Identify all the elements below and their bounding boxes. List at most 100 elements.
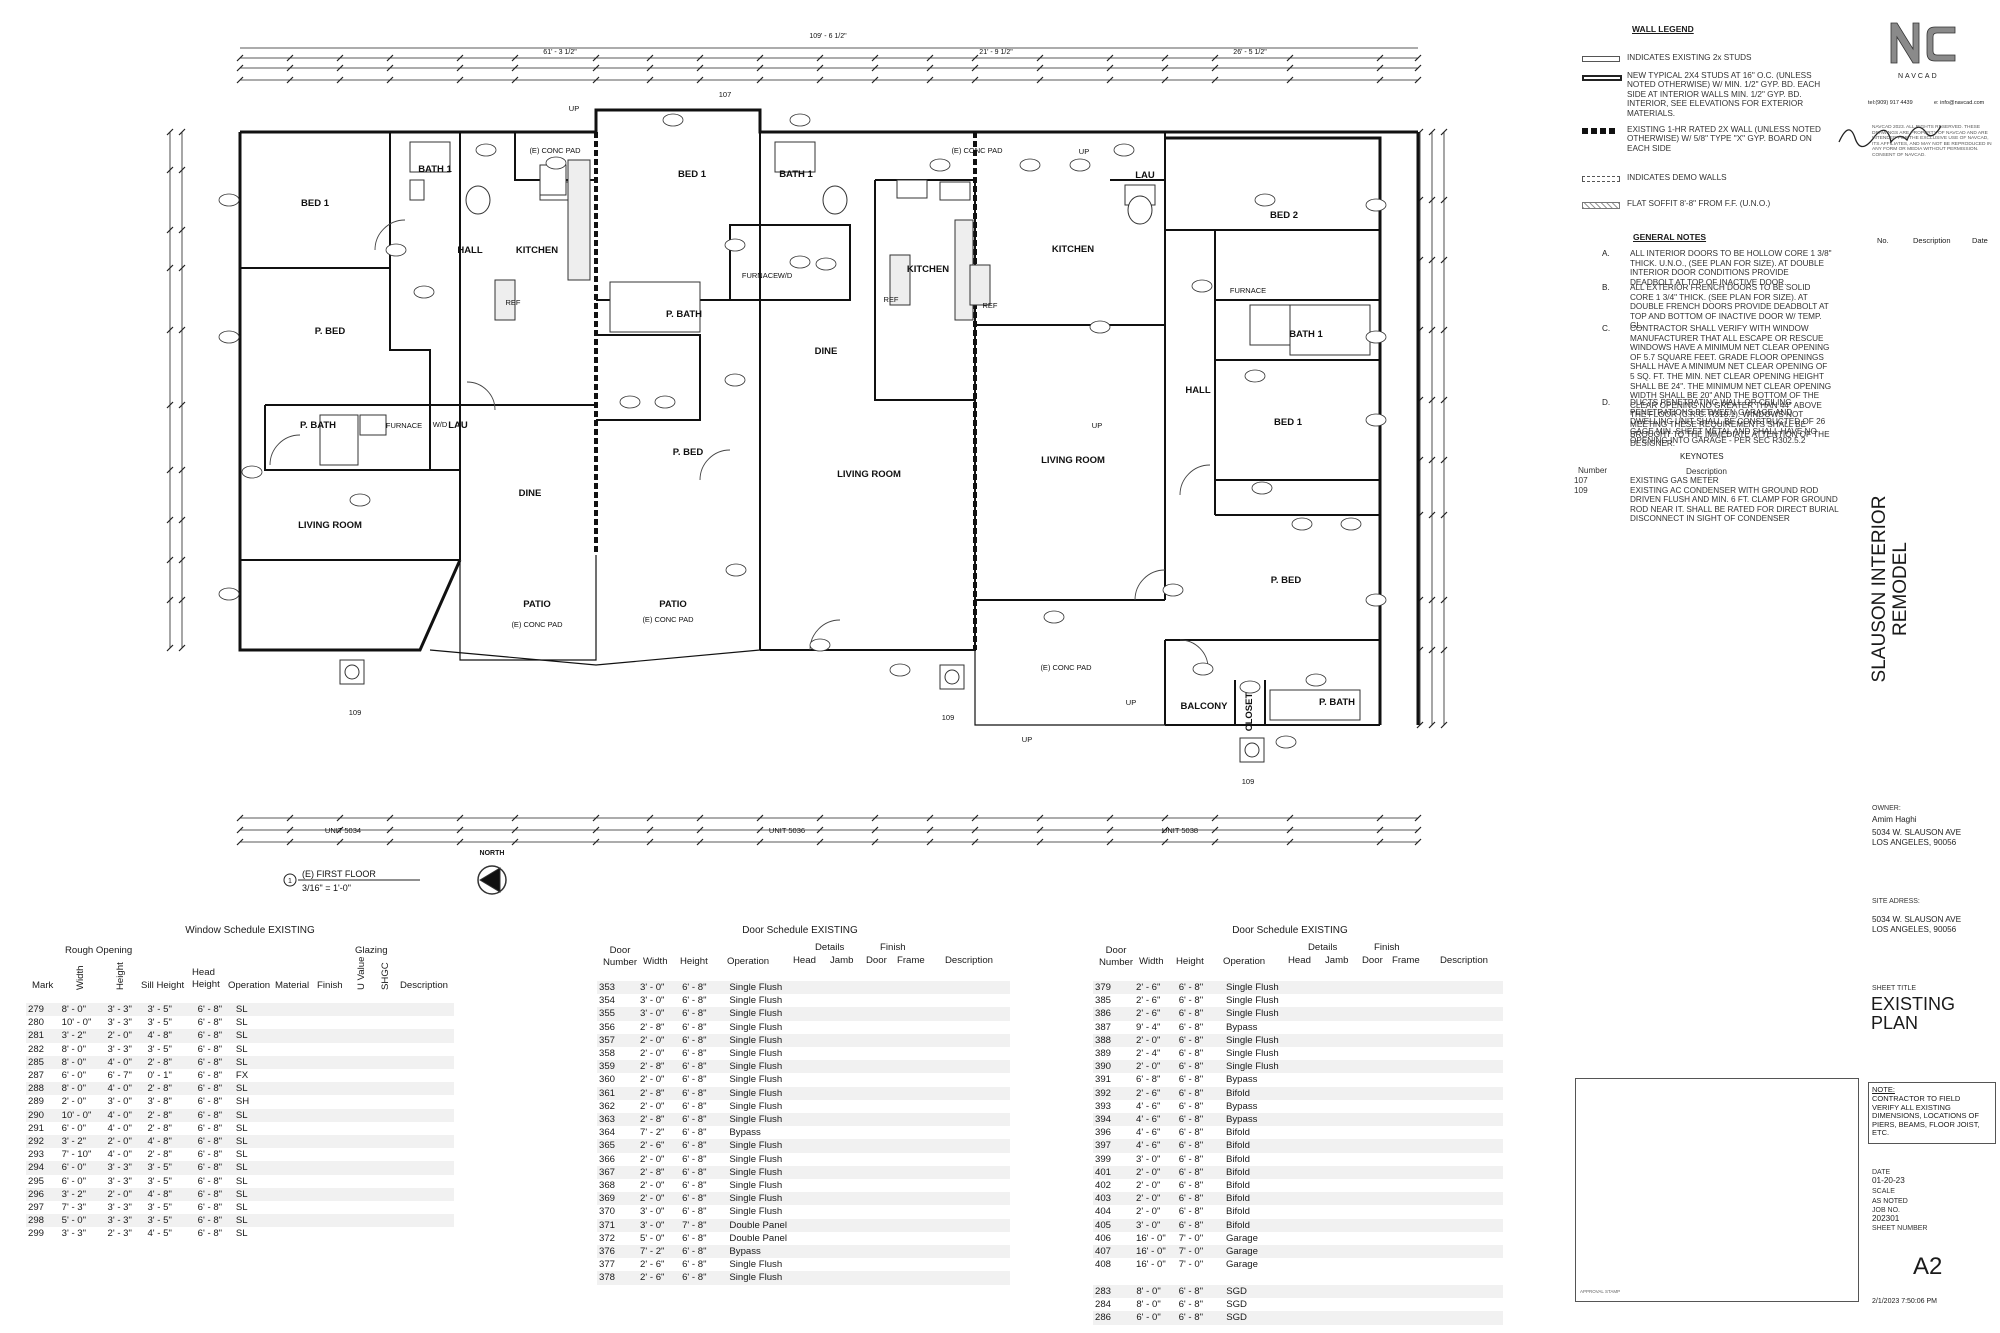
table-cell: 6' - 8" (682, 1074, 707, 1086)
table-cell (805, 981, 845, 995)
table-cell: SL (233, 1029, 274, 1043)
table-cell: 4' - 8" (145, 1029, 196, 1043)
table-cell: 3' - 5" (145, 1214, 196, 1228)
table-cell: 4' - 6" (1133, 1113, 1177, 1127)
room-label-living-room: LIVING ROOM (298, 520, 362, 531)
table-cell (1437, 1245, 1503, 1259)
table-cell: SL (233, 1214, 274, 1228)
table-cell (393, 1029, 415, 1043)
table-cell: Single Flush (727, 1139, 806, 1153)
table-cell (1402, 1298, 1436, 1311)
table-cell (320, 1187, 359, 1202)
table-cell (874, 1165, 909, 1180)
table-cell: 6' - 8" (197, 1017, 223, 1029)
table-cell: 3' - 5" (147, 1017, 172, 1029)
table-cell: 6' - 8" (1178, 1127, 1204, 1139)
table-cell (393, 1161, 415, 1175)
table-cell: 6' - 8" (195, 1135, 234, 1149)
table-cell: 283 (1093, 1285, 1135, 1299)
table-cell: Single Flush (727, 981, 806, 995)
table-cell: 298 (26, 1214, 60, 1228)
col-description: Description (1440, 955, 1488, 966)
table-cell (874, 1205, 908, 1218)
note-label: NOTE: (1872, 1085, 1895, 1094)
table-cell: 2' - 6" (1133, 981, 1177, 995)
table-cell (359, 1148, 394, 1161)
table-cell (1438, 1047, 1503, 1060)
table-cell: 16' - 0" (1133, 1245, 1177, 1259)
table-cell: Bypass (1223, 1113, 1302, 1127)
table-cell (1402, 1285, 1437, 1299)
table-cell (805, 1205, 844, 1218)
sheet-number: A2 (1913, 1253, 1943, 1280)
table-cell: 6' - 8" (1176, 1285, 1225, 1299)
table-cell: 7' - 8" (680, 1218, 728, 1232)
table-cell: 3' - 3" (61, 1228, 87, 1240)
legend-item: INDICATES DEMO WALLS (1627, 173, 1727, 182)
table-cell: 376 (597, 1245, 639, 1259)
table-cell (359, 1175, 394, 1188)
table-cell (1437, 1033, 1503, 1048)
table-cell: Bifold (1223, 1139, 1302, 1153)
table-cell: 6' - 0" (1134, 1311, 1177, 1325)
table-cell: SL (233, 1161, 274, 1175)
table-cell: 4' - 0" (107, 1122, 132, 1134)
table-cell (1301, 1113, 1341, 1127)
table-cell (1301, 994, 1340, 1007)
table-cell: 7' - 3" (61, 1202, 87, 1214)
table-cell (844, 1232, 874, 1245)
table-cell: 2' - 4" (1135, 1048, 1161, 1060)
table-cell: 290 (26, 1108, 60, 1122)
table-cell: 3' - 0" (638, 981, 681, 995)
table-cell: 6' - 0" (61, 1070, 87, 1082)
table-cell: 6' - 8" (680, 1271, 728, 1285)
table-cell (874, 1047, 908, 1060)
table-cell: 368 (599, 1180, 616, 1192)
table-cell: 2' - 6" (1133, 1007, 1177, 1021)
table-cell: 6' - 8" (682, 1048, 707, 1060)
table-cell: 6' - 8" (682, 1153, 707, 1165)
view-scale: 3/16" = 1'-0" (302, 883, 351, 893)
table-cell: 396 (1095, 1127, 1112, 1139)
table-cell (1438, 1100, 1503, 1113)
furnace-label: FURNACE (386, 421, 422, 430)
table-cell (393, 1095, 414, 1108)
table-cell: 370 (599, 1206, 616, 1218)
table-cell: 388 (1093, 1033, 1134, 1048)
col-description: Description (400, 980, 448, 991)
table-cell (1340, 1218, 1371, 1232)
table-cell (942, 1126, 1010, 1139)
col-frame: Frame (897, 955, 925, 966)
conc-pad-label: (E) CONC PAD (1040, 663, 1092, 672)
table-cell (414, 1187, 454, 1202)
table-cell: 2' - 0" (640, 1048, 665, 1060)
table-cell: 2' - 0" (640, 1153, 665, 1165)
table-cell (844, 1033, 875, 1048)
table-cell: Single Flush (729, 1259, 783, 1271)
table-cell (274, 1227, 321, 1240)
col-head: Head (1288, 955, 1311, 966)
col-operation: Operation (727, 956, 770, 967)
table-cell: 2' - 8" (145, 1108, 196, 1122)
table-cell: 6' - 8" (1178, 1048, 1204, 1060)
table-cell (1301, 1165, 1341, 1180)
table-cell (1370, 1021, 1404, 1034)
table-cell (805, 1153, 844, 1166)
wd-label: W/D (778, 271, 793, 280)
table-cell (1402, 1311, 1437, 1325)
site-address-label: SITE ADRESS: (1872, 898, 1920, 905)
table-cell: 6' - 8" (1135, 1074, 1161, 1086)
table-cell (320, 1043, 358, 1056)
table-cell (1370, 1086, 1404, 1100)
table-cell: 279 (26, 1003, 60, 1017)
table-cell: 3' - 5" (147, 1175, 172, 1187)
table-cell (1438, 1232, 1503, 1245)
table-cell: 8' - 0" (1136, 1299, 1161, 1311)
sheet-title-line-1: EXISTING (1871, 994, 1956, 1014)
north-label: NORTH (480, 850, 505, 857)
table-cell: 6' - 8" (1176, 1033, 1224, 1048)
